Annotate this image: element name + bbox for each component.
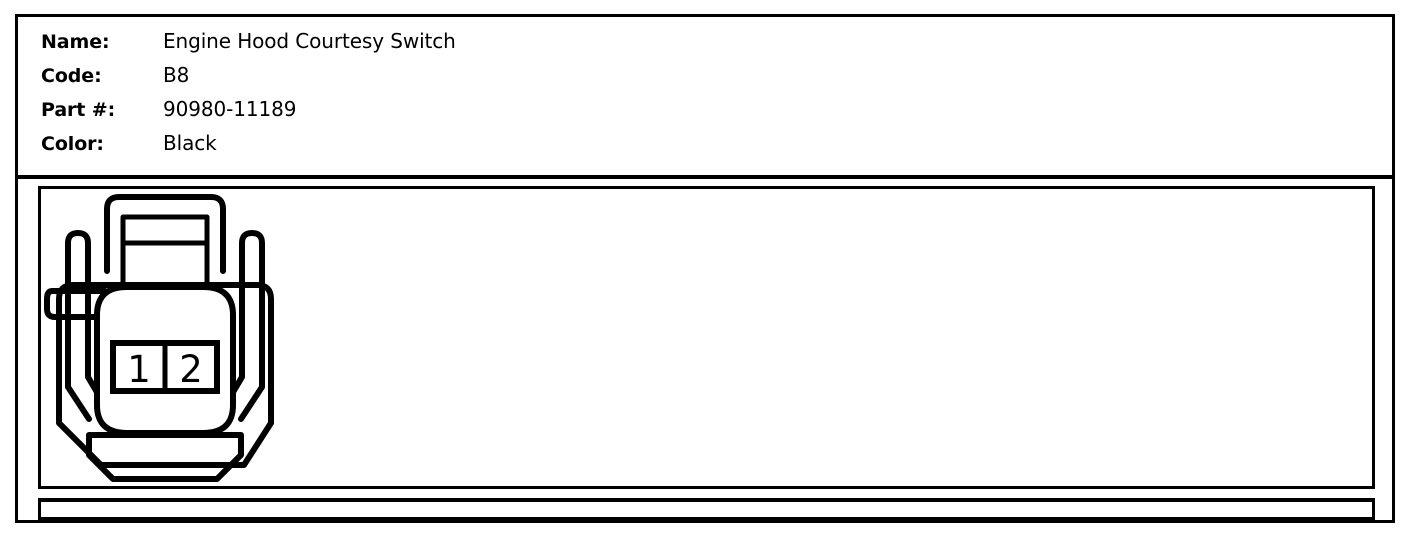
figure-block: 1 2 (38, 186, 1375, 489)
connector-diagram: 1 2 (44, 194, 274, 482)
connector-bottom-skirt (86, 432, 244, 482)
spec-row-code: Code: B8 (41, 63, 189, 91)
spec-row-color: Color: Black (41, 131, 217, 159)
terminal-number-1: 1 (127, 348, 151, 391)
spec-label-part-number: Part #: (41, 99, 116, 121)
spec-label-code: Code: (41, 65, 102, 87)
notes-divider (38, 498, 1375, 502)
specification-block: Name: Engine Hood Courtesy Switch Code: … (18, 17, 1392, 175)
spec-row-name: Name: Engine Hood Courtesy Switch (41, 29, 456, 57)
connector-top-latch-arch (104, 194, 226, 274)
spec-value-part-number: 90980-11189 (163, 97, 297, 121)
spec-value-code: B8 (163, 63, 190, 87)
spec-label-color: Color: (41, 133, 104, 155)
spec-value-name: Engine Hood Courtesy Switch (163, 29, 456, 53)
spec-label-name: Name: (41, 31, 110, 53)
notes-strip (38, 502, 1375, 521)
terminal-block: 1 2 (110, 340, 220, 394)
spec-row-part-number: Part #: 90980-11189 (41, 97, 296, 125)
connector-left-flange (44, 288, 108, 320)
spec-value-color: Black (163, 131, 217, 155)
spec-block-divider (15, 175, 1395, 179)
terminal-number-2: 2 (179, 348, 203, 391)
connector-top-latch-block (120, 214, 210, 292)
sheet-outer-frame: Name: Engine Hood Courtesy Switch Code: … (15, 14, 1395, 523)
